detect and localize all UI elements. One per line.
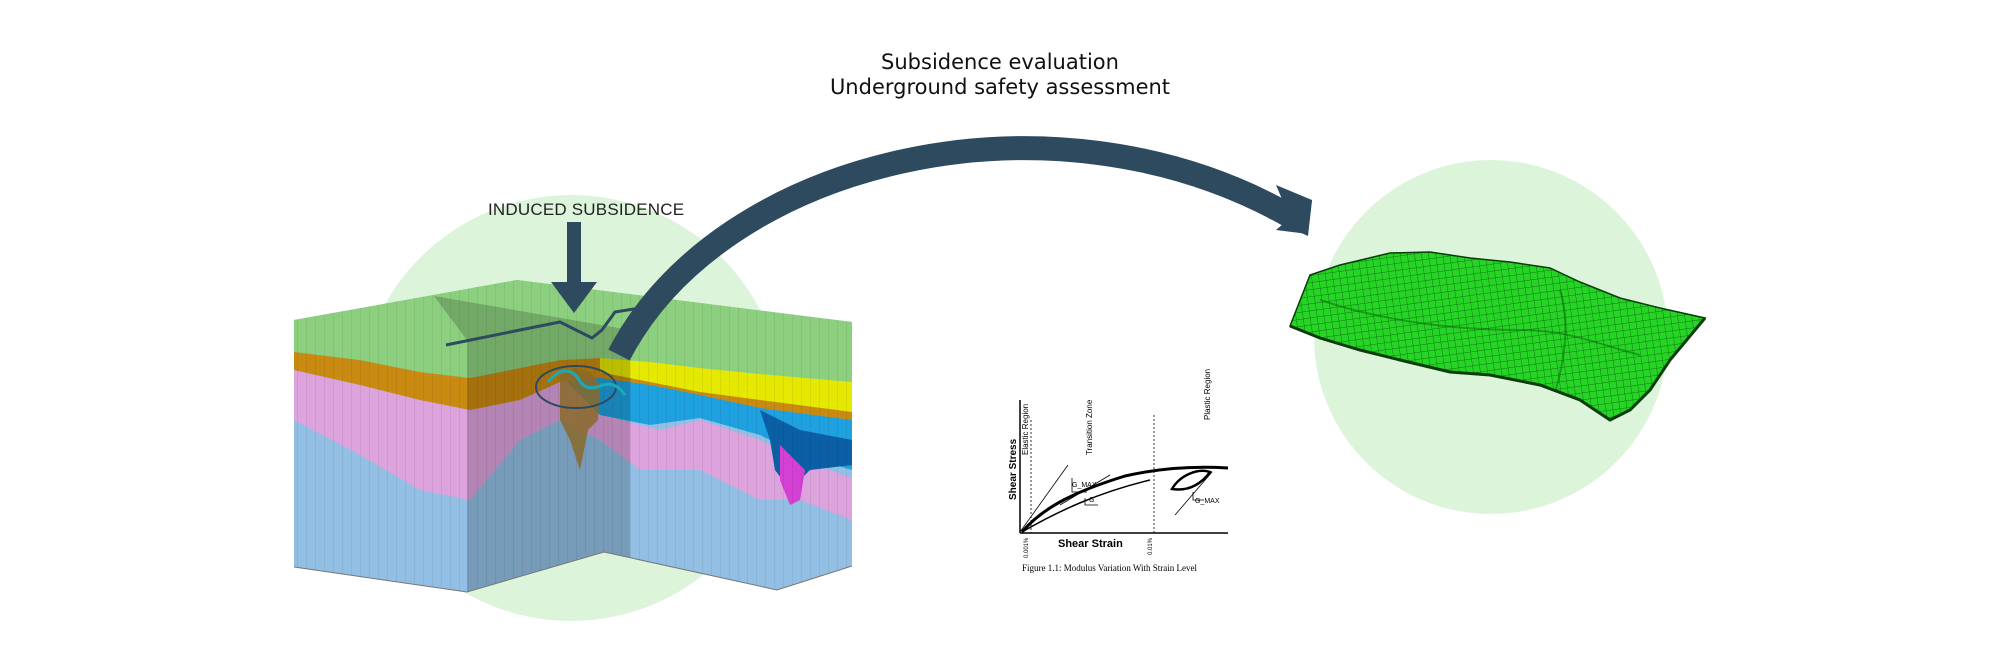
shear-stress-strain-graph: Shear Stress Shear Strain Elastic Region… <box>1008 369 1229 573</box>
curved-flow-arrow <box>608 136 1312 361</box>
region-label-transition: Transition Zone <box>1085 399 1094 455</box>
deformed-surface-mesh <box>1289 251 1707 422</box>
symbol-gmax-1: G_MAX <box>1072 482 1097 489</box>
region-label-plastic: Plastic Region <box>1203 369 1212 420</box>
symbol-gmax-2: G_MAX <box>1195 498 1220 505</box>
title-line-2: Underground safety assessment <box>829 75 1171 99</box>
x-tick-1: 0.01% <box>1148 537 1154 555</box>
backbone-curve <box>1020 465 1229 533</box>
region-label-elastic: Elastic Region <box>1021 404 1030 455</box>
graph-caption: Figure 1.1: Modulus Variation With Strai… <box>1022 563 1198 573</box>
hysteresis-loop <box>1170 469 1212 491</box>
symbol-g: G <box>1089 497 1094 504</box>
geological-block-model <box>293 280 853 593</box>
subsidence-profile-line <box>445 306 641 347</box>
graph-x-axis-label: Shear Strain <box>1058 538 1123 550</box>
x-tick-0: 0.001% <box>1024 537 1030 558</box>
graph-y-axis-label: Shear Stress <box>1008 438 1019 500</box>
induced-subsidence-arrow <box>551 222 597 313</box>
title-line-1: Subsidence evaluation <box>881 50 1119 74</box>
induced-subsidence-label: INDUCED SUBSIDENCE <box>488 200 685 219</box>
